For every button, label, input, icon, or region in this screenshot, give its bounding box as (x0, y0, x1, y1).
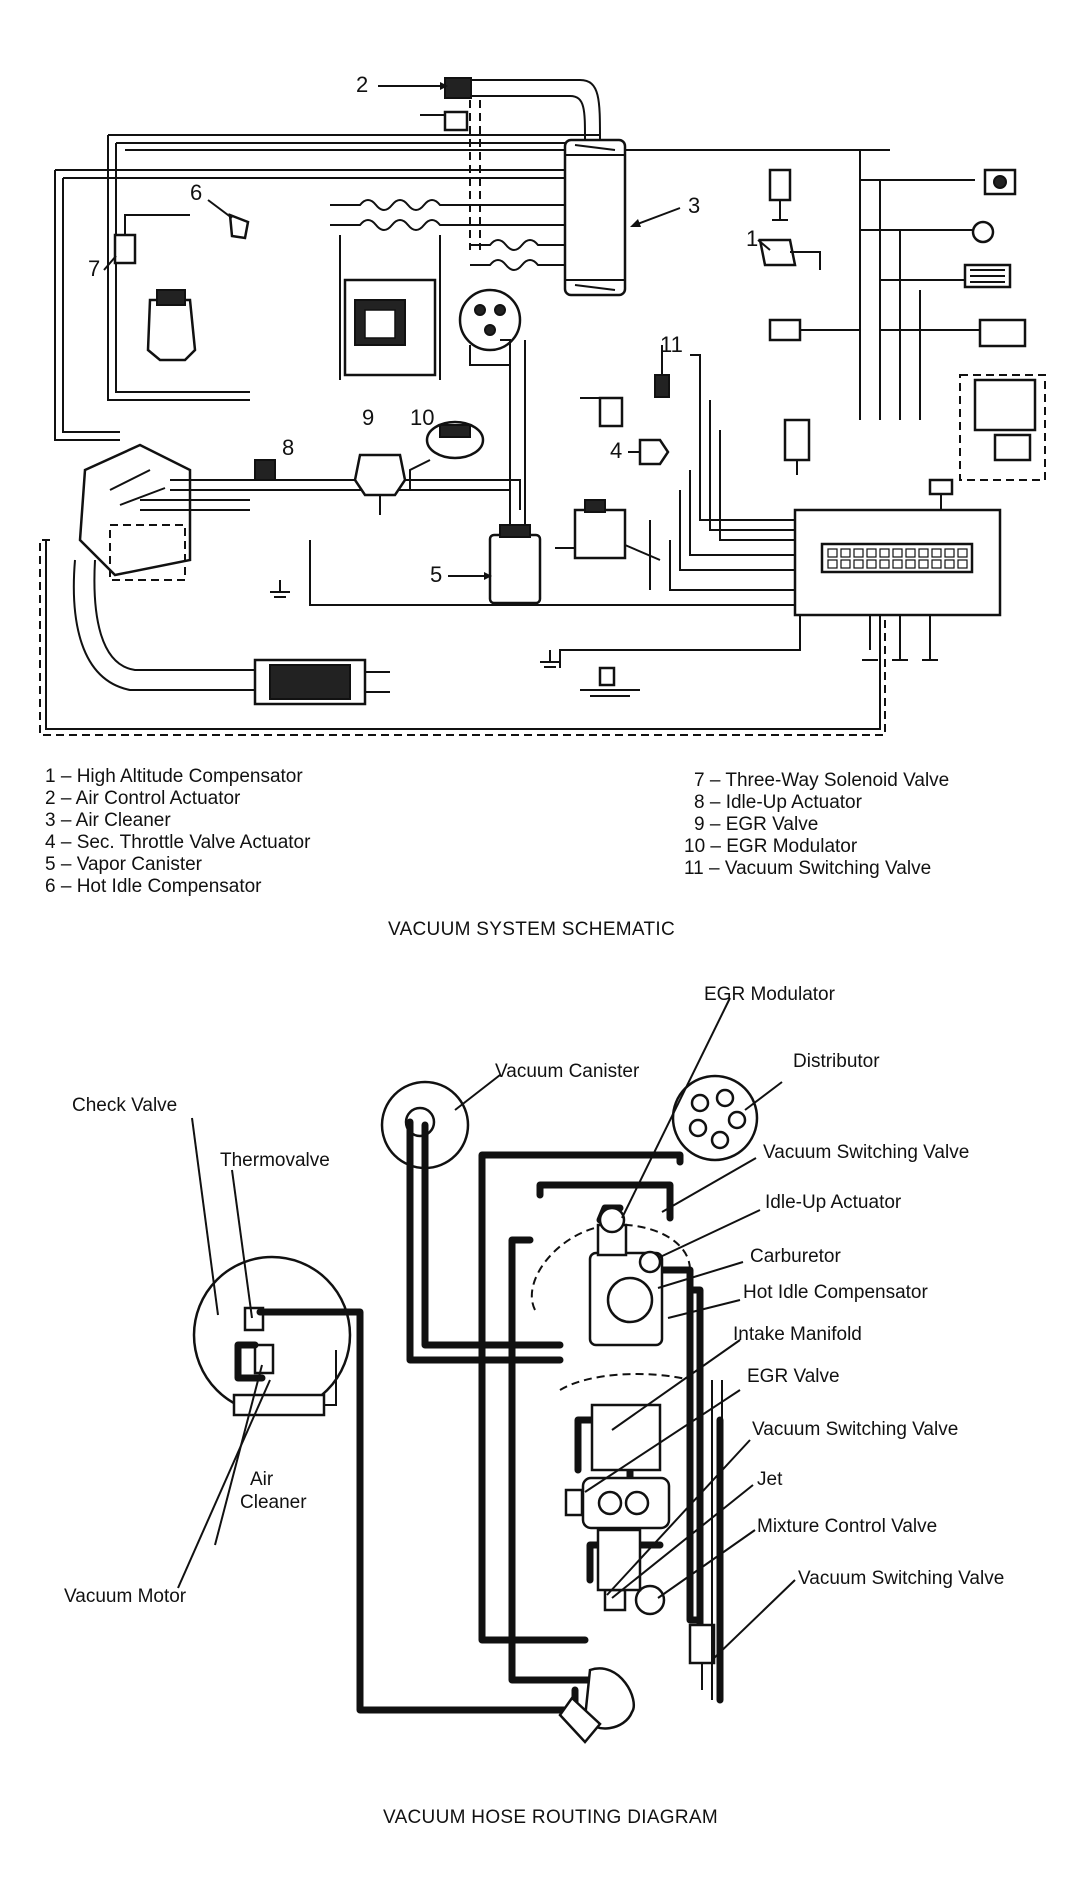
schematic-drawing (39, 77, 1046, 736)
label-egr-valve: EGR Valve (747, 1366, 840, 1387)
ecu-pin (892, 548, 903, 558)
three-way-solenoid-7 (113, 233, 137, 265)
ecu-pin (853, 559, 864, 569)
label-vacuum-switching-valve-1: Vacuum Switching Valve (763, 1142, 969, 1163)
callout-11: 11 (660, 332, 683, 357)
legend-item-11: 11 – Vacuum Switching Valve (684, 858, 931, 879)
label-intake-manifold: Intake Manifold (733, 1324, 862, 1345)
ecu-pin (957, 559, 968, 569)
egr-valve-9 (353, 453, 407, 497)
legend-item-3: 3 – Air Cleaner (45, 810, 171, 831)
sec-throttle-valve-actuator-4 (638, 438, 670, 466)
callout-5: 5 (430, 562, 442, 587)
ecu-pin (944, 559, 955, 569)
ecu-pin (892, 559, 903, 569)
legend-item-6: 6 – Hot Idle Compensator (45, 876, 262, 897)
label-air: Air (250, 1469, 274, 1490)
engine-block (78, 443, 192, 577)
air-cleaner (192, 1255, 352, 1415)
label-cleaner: Cleaner (240, 1492, 307, 1513)
legend-item-9: 9 – EGR Valve (694, 814, 818, 835)
label-carburetor: Carburetor (750, 1246, 841, 1267)
routing-labels: EGR Modulator Vacuum Canister Distributo… (64, 984, 1004, 1607)
callout-2: 2 (356, 72, 368, 97)
schematic-callouts: 2 3 6 7 1 8 9 10 11 4 5 (88, 72, 771, 587)
routing-drawing (192, 1074, 759, 1744)
legend-item-1: 1 – High Altitude Compensator (45, 766, 303, 787)
callout-4: 4 (610, 438, 622, 463)
relay-block (973, 378, 1037, 432)
label-vacuum-motor: Vacuum Motor (64, 1586, 187, 1607)
label-idle-up-actuator: Idle-Up Actuator (765, 1192, 902, 1213)
ecu-pin (879, 559, 890, 569)
callout-9: 9 (362, 405, 374, 430)
ecu-pin (840, 559, 851, 569)
callout-3: 3 (688, 193, 700, 218)
ecu-pin (905, 559, 916, 569)
label-hot-idle-compensator: Hot Idle Compensator (743, 1282, 928, 1303)
ecu-pin (944, 548, 955, 558)
vapor-canister-5 (488, 533, 542, 605)
label-vacuum-switching-valve-3: Vacuum Switching Valve (798, 1568, 1004, 1589)
routing-title: VACUUM HOSE ROUTING DIAGRAM (383, 1807, 718, 1828)
label-vacuum-switching-valve-2: Vacuum Switching Valve (752, 1419, 958, 1440)
legend-item-4: 4 – Sec. Throttle Valve Actuator (45, 832, 311, 853)
vacuum-switching-valve-11 (654, 374, 670, 398)
ecu-pin (840, 548, 851, 558)
air-cleaner-3 (563, 138, 627, 297)
ecu-pin (918, 548, 929, 558)
air-control-actuator-2 (444, 77, 472, 99)
ecu-pin (918, 559, 929, 569)
legend-item-7: 7 – Three-Way Solenoid Valve (694, 770, 949, 791)
ecu-pin (879, 548, 890, 558)
legend-item-2: 2 – Air Control Actuator (45, 788, 241, 809)
legend-item-10: 10 – EGR Modulator (684, 836, 858, 857)
ecu-pin (905, 548, 916, 558)
ecu-pin (957, 548, 968, 558)
schematic-legend: 1 – High Altitude Compensator 2 – Air Co… (45, 766, 949, 897)
ecu-pin (853, 548, 864, 558)
callout-10: 10 (410, 405, 434, 430)
label-check-valve: Check Valve (72, 1095, 177, 1116)
schematic-title: VACUUM SYSTEM SCHEMATIC (388, 919, 675, 940)
ecu-pin (827, 548, 838, 558)
label-egr-modulator: EGR Modulator (704, 984, 836, 1005)
callout-6: 6 (190, 180, 202, 205)
callout-1: 1 (746, 226, 758, 251)
label-distributor: Distributor (793, 1051, 880, 1072)
routing-intake-manifold (590, 1403, 662, 1472)
ecu-pin (866, 559, 877, 569)
label-jet: Jet (757, 1469, 783, 1490)
label-vacuum-canister: Vacuum Canister (495, 1061, 640, 1082)
idle-up-actuator-8 (254, 459, 276, 481)
distributor (458, 288, 522, 352)
ecu-pin (931, 548, 942, 558)
label-mixture-control-valve: Mixture Control Valve (757, 1516, 937, 1537)
legend-item-5: 5 – Vapor Canister (45, 854, 203, 875)
legend-item-8: 8 – Idle-Up Actuator (694, 792, 863, 813)
callout-7: 7 (88, 256, 100, 281)
routing-leaders (177, 997, 796, 1661)
label-thermovalve: Thermovalve (220, 1150, 330, 1171)
ecu-pin (931, 559, 942, 569)
ecu-pin (827, 559, 838, 569)
callout-8: 8 (282, 435, 294, 460)
ecu-pin (866, 548, 877, 558)
